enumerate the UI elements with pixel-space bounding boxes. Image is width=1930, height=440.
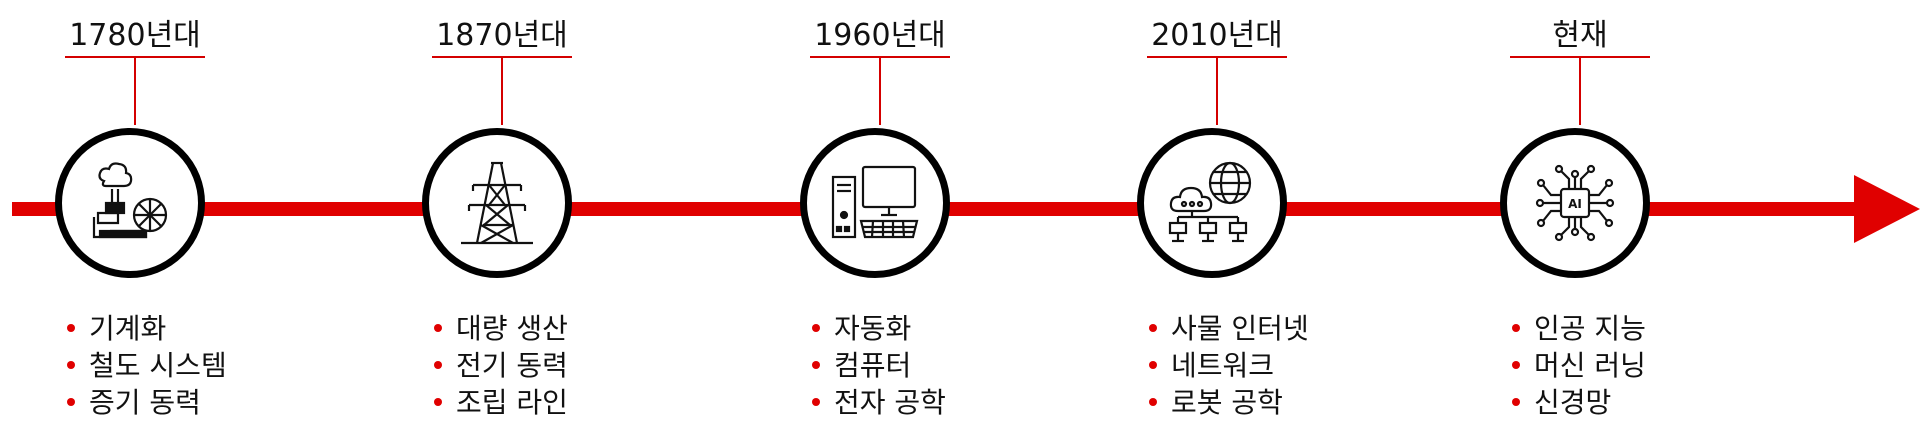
list-item: 인공 지능: [1512, 310, 1646, 347]
bullet-dot: [812, 361, 820, 369]
era-present: 현재 AI 인공 지능 머신 러닝 신경망: [1450, 0, 1710, 440]
era-connector: [501, 57, 503, 125]
era-title: 2010년대: [1151, 18, 1283, 53]
era-title: 1870년대: [436, 18, 568, 53]
era-title: 현재: [1552, 18, 1608, 53]
era-1960s: 1960년대 자동화 컴퓨터 전자 공학: [750, 0, 1010, 440]
era-connector: [1216, 57, 1218, 125]
era-1870s: 1870년대 대량 생산 전기 동력 조립 라인: [372, 0, 632, 440]
bullet-dot: [812, 398, 820, 406]
list-item: 조립 라인: [434, 384, 568, 421]
list-item: 로봇 공학: [1149, 384, 1309, 421]
cloud-network-icon: [1168, 161, 1252, 243]
era-bullet-list: 대량 생산 전기 동력 조립 라인: [434, 310, 568, 421]
bullet-dot: [812, 324, 820, 332]
era-title: 1960년대: [814, 18, 946, 53]
era-icon-circle: [1137, 128, 1287, 278]
list-item: 자동화: [812, 310, 946, 347]
era-icon-circle: [800, 128, 950, 278]
list-item: 컴퓨터: [812, 347, 946, 384]
list-item: 증기 동력: [67, 384, 227, 421]
bullet-dot: [67, 398, 75, 406]
list-item: 네트워크: [1149, 347, 1309, 384]
list-item: 전기 동력: [434, 347, 568, 384]
power-tower-icon: [461, 161, 533, 245]
era-1780s: 1780년대 기계화 철도 시스템 증기 동력: [5, 0, 265, 440]
era-bullet-list: 자동화 컴퓨터 전자 공학: [812, 310, 946, 421]
computer-icon: [831, 165, 919, 239]
era-icon-circle: AI: [1500, 128, 1650, 278]
list-item: 전자 공학: [812, 384, 946, 421]
era-icon-circle: [55, 128, 205, 278]
era-bullet-list: 기계화 철도 시스템 증기 동력: [67, 310, 227, 421]
list-item: 대량 생산: [434, 310, 568, 347]
bullet-dot: [1149, 361, 1157, 369]
bullet-dot: [434, 324, 442, 332]
bullet-dot: [1149, 398, 1157, 406]
era-bullet-list: 사물 인터넷 네트워크 로봇 공학: [1149, 310, 1309, 421]
era-connector: [1579, 57, 1581, 125]
era-title: 1780년대: [69, 18, 201, 53]
bullet-dot: [1512, 324, 1520, 332]
era-connector: [879, 57, 881, 125]
ai-chip-icon: AI: [1535, 164, 1615, 242]
bullet-dot: [67, 324, 75, 332]
list-item: 신경망: [1512, 384, 1646, 421]
list-item: 사물 인터넷: [1149, 310, 1309, 347]
svg-text:AI: AI: [1568, 197, 1582, 211]
bullet-dot: [434, 361, 442, 369]
list-item: 철도 시스템: [67, 347, 227, 384]
timeline-arrowhead: [1854, 175, 1920, 243]
list-item: 머신 러닝: [1512, 347, 1646, 384]
bullet-dot: [67, 361, 75, 369]
era-bullet-list: 인공 지능 머신 러닝 신경망: [1512, 310, 1646, 421]
steam-engine-icon: [92, 162, 168, 239]
bullet-dot: [434, 398, 442, 406]
era-icon-circle: [422, 128, 572, 278]
list-item: 기계화: [67, 310, 227, 347]
era-2010s: 2010년대 사물 인터넷 네트워크 로봇 공학: [1087, 0, 1347, 440]
bullet-dot: [1149, 324, 1157, 332]
era-connector: [134, 57, 136, 125]
bullet-dot: [1512, 398, 1520, 406]
bullet-dot: [1512, 361, 1520, 369]
